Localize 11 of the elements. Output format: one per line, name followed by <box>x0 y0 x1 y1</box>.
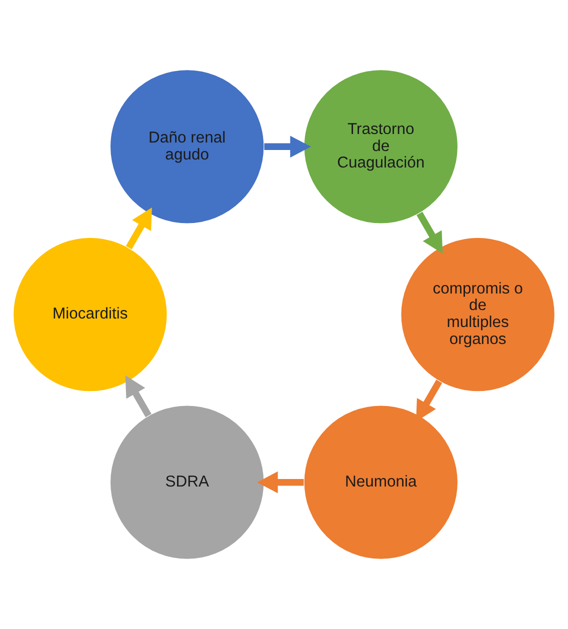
node-circle: Daño renal agudo <box>109 68 265 224</box>
arrow <box>264 136 311 158</box>
arrow <box>257 471 304 494</box>
node-circle: Trastorno de Cuagulación <box>303 68 459 224</box>
node-circle: Neumonia <box>303 404 459 560</box>
arrow <box>125 375 152 418</box>
arrow <box>126 208 152 250</box>
node-circle: SDRA <box>109 404 265 560</box>
node-circle: Miocarditis <box>12 236 168 392</box>
arrow <box>416 212 443 254</box>
node-circle: compromis o de multiples organos <box>400 236 556 392</box>
